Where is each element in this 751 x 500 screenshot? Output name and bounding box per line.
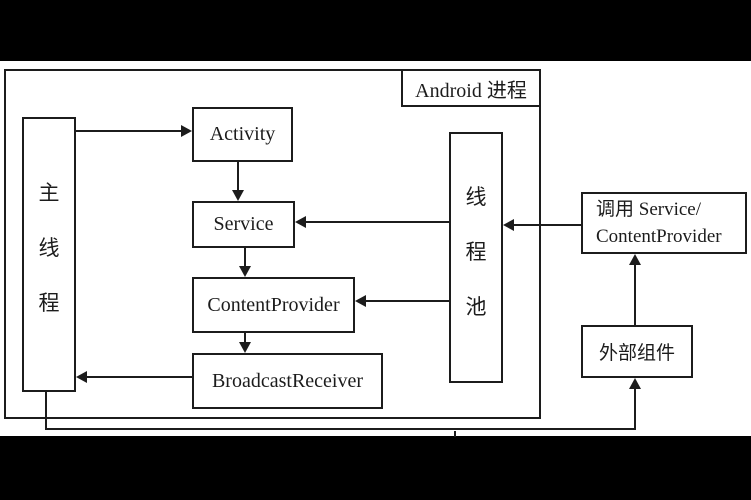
arrow-thread-pool-to-content-provider-head [355, 295, 366, 307]
main-thread-char-3: 程 [38, 290, 60, 315]
node-activity: Activity [192, 107, 293, 162]
node-content-provider: ContentProvider [192, 277, 355, 333]
activity-label: Activity [209, 123, 276, 145]
node-broadcast-receiver: BroadcastReceiver [192, 353, 383, 409]
android-process-label-box: Android 进程 [401, 69, 541, 107]
connector-main-thread-down-line [45, 392, 47, 430]
call-service-line2: ContentProvider [596, 226, 722, 247]
arrow-activity-to-service-line [237, 162, 239, 192]
main-thread-char-1: 主 [38, 180, 60, 205]
top-black-bar [0, 0, 751, 61]
arrow-service-to-content-provider-head [239, 266, 251, 277]
arrow-broadcast-to-main-thread-head [76, 371, 87, 383]
arrow-main-thread-to-activity-line [76, 130, 182, 132]
node-service: Service [192, 201, 295, 248]
arrow-external-to-call-service-line [634, 263, 636, 325]
thread-pool-char-3: 池 [465, 294, 487, 319]
connector-up-to-external-head [629, 378, 641, 389]
arrow-content-provider-to-broadcast-head [239, 342, 251, 353]
arrow-call-service-to-thread-pool-line [513, 224, 581, 226]
arrow-main-thread-to-activity-head [181, 125, 192, 137]
node-thread-pool: 线 程 池 [449, 132, 503, 383]
arrow-content-provider-to-broadcast-line [244, 333, 246, 344]
main-thread-char-2: 线 [38, 235, 60, 260]
arrow-broadcast-to-main-thread-line [86, 376, 192, 378]
arrow-thread-pool-to-service-line [305, 221, 449, 223]
broadcast-receiver-label: BroadcastReceiver [211, 369, 364, 392]
node-call-service-provider: 调用 Service/ ContentProvider [581, 192, 747, 254]
node-external-component: 外部组件 [581, 325, 693, 378]
arrow-external-to-call-service-head [629, 254, 641, 265]
arrow-activity-to-service-head [232, 190, 244, 201]
call-service-line1: 调用 Service/ [596, 199, 702, 220]
bottom-black-bar [0, 436, 751, 500]
connector-up-to-external-line [634, 387, 636, 430]
node-main-thread: 主 线 程 [22, 117, 76, 392]
arrow-thread-pool-to-content-provider-line [365, 300, 449, 302]
bottom-line-tick [454, 431, 456, 437]
thread-pool-char-2: 程 [465, 239, 487, 264]
thread-pool-char-1: 线 [465, 184, 487, 209]
arrow-call-service-to-thread-pool-head [503, 219, 514, 231]
connector-bottom-horizontal-line [45, 428, 636, 430]
arrow-service-to-content-provider-line [244, 248, 246, 268]
service-label: Service [213, 213, 274, 235]
content-provider-label: ContentProvider [207, 293, 340, 316]
external-component-label: 外部组件 [598, 343, 675, 364]
arrow-thread-pool-to-service-head [295, 216, 306, 228]
android-process-label: Android 进程 [415, 79, 527, 102]
